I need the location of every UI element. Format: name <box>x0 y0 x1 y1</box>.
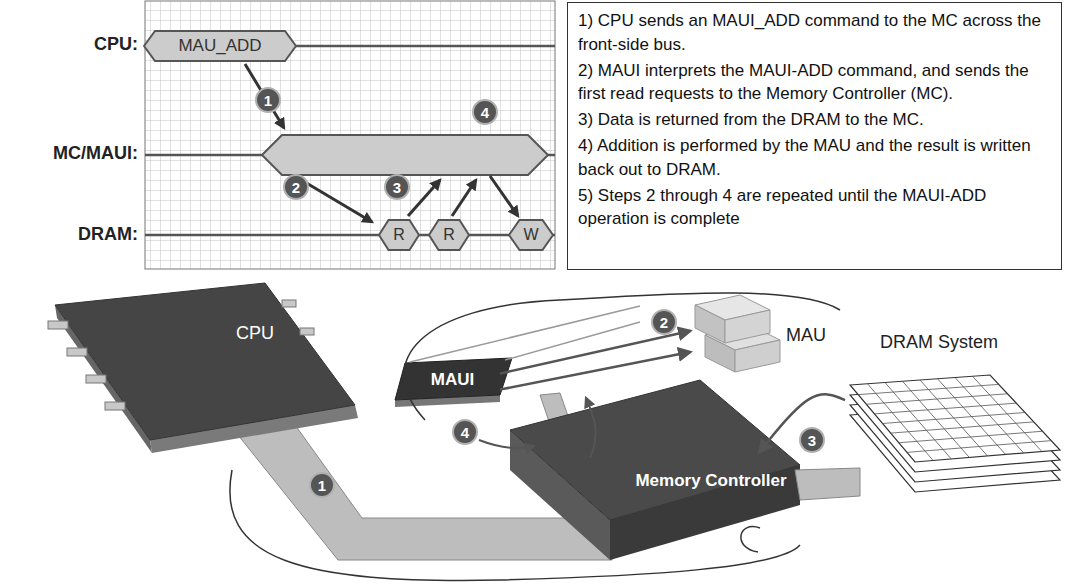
mau-cube <box>725 310 770 343</box>
step-text: 3) Data is returned from the DRAM to the… <box>578 108 1051 132</box>
node-label: W <box>523 226 538 244</box>
dram-stack <box>850 375 1060 492</box>
hand-drawn-path <box>404 293 840 420</box>
hand-drawn-path <box>230 470 800 580</box>
timing-arrows <box>298 178 372 222</box>
dram-grid-line <box>899 431 1043 443</box>
dram-grid-line <box>938 379 1006 455</box>
flow-arrow <box>760 394 845 452</box>
callout-number: 1 <box>309 472 335 498</box>
timing-arrows <box>245 64 518 222</box>
cpu-chip <box>282 300 296 307</box>
signal-name: CPU: <box>0 34 138 55</box>
cpu-chip <box>300 328 314 335</box>
flow-arrow <box>500 331 690 374</box>
node-label: MAUI <box>431 370 474 390</box>
callout-number: 4 <box>472 99 498 125</box>
node-label: R <box>393 226 405 244</box>
cpu-chip <box>86 375 106 383</box>
cpu-chip <box>105 402 125 410</box>
step-text: 1) CPU sends an MAUI_ADD command to the … <box>578 9 1051 57</box>
node-label: MAU_ADD <box>178 36 261 56</box>
cpu-chip <box>48 283 358 453</box>
hand-drawn-path <box>741 527 760 552</box>
step-text: 2) MAUI interprets the MAUI-ADD command,… <box>578 59 1051 107</box>
maui-mau-guides <box>410 306 640 362</box>
cpu-chip <box>67 348 87 356</box>
timing-arrows <box>245 64 284 128</box>
signal-name: MC/MAUI: <box>0 143 138 164</box>
timing-lines <box>145 46 555 235</box>
step-list-box: 1) CPU sends an MAUI_ADD command to the … <box>567 2 1062 270</box>
node-label: MAU <box>786 325 826 346</box>
flow-arrow <box>586 398 596 458</box>
maui-block-label: MAUI <box>405 364 500 396</box>
dram-stack <box>858 376 1051 460</box>
node-label: Memory Controller <box>635 471 786 491</box>
node-label: DRAM System <box>880 332 998 353</box>
maui-block <box>395 358 512 407</box>
mau-cube <box>695 295 780 372</box>
callout-number: 3 <box>799 427 825 453</box>
timing-hexagon <box>379 220 419 250</box>
timing-hexagon <box>144 31 296 61</box>
step-text: 5) Steps 2 through 4 are repeated until … <box>578 184 1051 232</box>
cpu-chip <box>48 321 68 329</box>
timing-read: R <box>378 219 420 251</box>
mc-timing-bar <box>262 135 548 175</box>
timing-arrows <box>408 180 440 216</box>
dram-stack <box>850 375 1060 462</box>
cpu-chip <box>48 300 314 410</box>
step-text: 4) Addition is performed by the MAU and … <box>578 134 1051 182</box>
timing-grid <box>145 1 555 269</box>
timing-grid <box>145 1 555 269</box>
cpu-chip <box>55 283 355 440</box>
dram-grid-line <box>883 413 1026 424</box>
timing-write: W <box>508 219 554 251</box>
timing-hexagon <box>429 220 469 250</box>
cpu-chip-label: CPU <box>215 318 295 348</box>
dram-grid-line <box>955 378 1024 454</box>
memory-controller-block <box>510 380 800 520</box>
maui-block <box>395 358 512 400</box>
callout-number: 2 <box>651 309 677 335</box>
memory-controller-block <box>510 380 800 560</box>
dram-grid-line <box>891 422 1034 433</box>
mau-cube <box>695 305 725 343</box>
memory-controller-block <box>610 465 800 560</box>
dram-grid-line <box>973 376 1042 451</box>
flow-arrow <box>479 398 596 458</box>
dram-bus <box>795 468 860 500</box>
node-label: CPU <box>236 323 274 344</box>
callout-number: 2 <box>283 174 309 200</box>
timing-read: R <box>428 219 470 251</box>
flow-arrow <box>500 352 690 390</box>
callout-number: 3 <box>384 174 410 200</box>
timing-command: MAU_ADD <box>143 30 297 62</box>
maui-mau-guides <box>410 306 640 362</box>
mau-cube <box>735 340 780 372</box>
signal-name: DRAM: <box>0 224 138 245</box>
callout-number: 4 <box>452 419 478 445</box>
dram-system: DRAM System <box>845 378 1055 508</box>
node-label: R <box>443 226 455 244</box>
timing-lines <box>145 234 555 237</box>
memory-controller: Memory Controller <box>630 452 792 510</box>
flow-arrow <box>479 440 534 448</box>
mau-cube: MAU <box>690 295 780 355</box>
timing-arrows <box>452 180 476 216</box>
timing-arrows <box>490 176 518 216</box>
hand-drawn-path <box>230 293 840 580</box>
timing-hexagon <box>509 220 553 250</box>
callout-number: 1 <box>255 87 281 113</box>
timing-lines <box>290 45 555 48</box>
maui-mau-guides <box>505 322 640 360</box>
dram-grid-line <box>907 441 1051 453</box>
